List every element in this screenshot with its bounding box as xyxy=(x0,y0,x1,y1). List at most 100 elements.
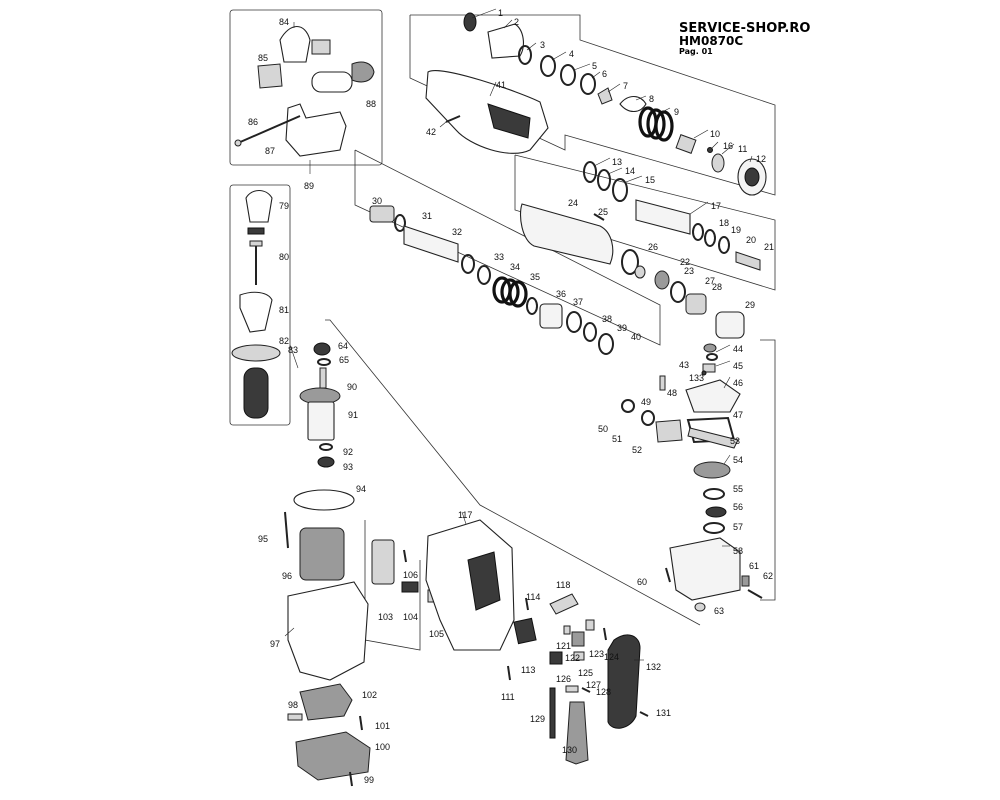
part-label-126: 126 xyxy=(556,674,571,684)
shape-part-57 xyxy=(703,522,725,534)
part-label-45: 45 xyxy=(733,361,743,371)
shape-part-2 xyxy=(487,23,524,59)
part-label-9: 9 xyxy=(674,107,679,117)
part-label-20: 20 xyxy=(746,235,756,245)
part-label-52: 52 xyxy=(632,445,642,455)
shape-part-39 xyxy=(583,322,597,342)
page-number: Pag. 01 xyxy=(679,47,713,56)
shape-part-15 xyxy=(612,178,628,202)
part-label-92: 92 xyxy=(343,447,353,457)
shape-part-128 xyxy=(581,687,591,693)
part-label-127: 127 xyxy=(586,680,601,690)
part-label-96: 96 xyxy=(282,571,292,581)
knob-shape xyxy=(351,61,375,83)
shape-part-130 xyxy=(565,701,589,765)
part-label-7: 7 xyxy=(623,81,628,91)
shape-part-114 xyxy=(525,597,529,611)
shape-part-11 xyxy=(711,153,725,173)
shape-part-55 xyxy=(703,488,725,500)
part-label-85: 85 xyxy=(258,53,268,63)
shape-part-63 xyxy=(694,602,706,612)
shape-part-37 xyxy=(539,303,563,329)
leader-117 xyxy=(461,511,467,525)
part-label-14: 14 xyxy=(625,166,635,176)
part-label-89: 89 xyxy=(304,181,314,191)
front-barrel-parts xyxy=(463,12,767,196)
part-label-122: 122 xyxy=(565,653,580,663)
clamp-band-shape xyxy=(279,25,311,63)
part-label-132: 132 xyxy=(646,662,661,672)
part-label-18: 18 xyxy=(719,218,729,228)
shape-part-41 xyxy=(425,70,549,154)
shape-part-14 xyxy=(597,169,611,191)
shape-part-34 xyxy=(477,265,491,285)
part-label-3: 3 xyxy=(540,40,545,50)
part-label-118: 118 xyxy=(556,580,570,590)
part-label-57: 57 xyxy=(733,522,743,532)
part-label-43: 43 xyxy=(679,360,689,370)
leader-lines xyxy=(284,8,753,661)
leader-11 xyxy=(721,143,735,155)
shape-part-103 xyxy=(371,539,395,585)
part-label-35: 35 xyxy=(530,272,540,282)
shape-part-31 xyxy=(394,214,406,232)
leader-97 xyxy=(284,627,295,637)
leader-12 xyxy=(749,155,753,163)
disc-shape xyxy=(231,344,281,362)
part-label-33: 33 xyxy=(494,252,504,262)
part-label-37: 37 xyxy=(573,297,583,307)
part-label-4: 4 xyxy=(569,49,574,59)
shape-part-122 xyxy=(571,631,585,647)
part-label-104: 104 xyxy=(403,612,418,622)
shape-part-111 xyxy=(507,665,511,681)
model-number: HM0870C xyxy=(679,34,744,48)
part-label-124: 124 xyxy=(604,652,619,662)
shape-part-52 xyxy=(655,419,683,443)
shape-part-125 xyxy=(573,651,585,661)
shape-part-30 xyxy=(369,205,395,223)
part-label-25: 25 xyxy=(598,207,608,217)
cylinder-parts xyxy=(519,161,761,339)
leader-6 xyxy=(591,71,601,79)
shape-part-129 xyxy=(549,687,556,739)
shape-part-41-detail xyxy=(487,103,531,139)
shape-part-123 xyxy=(585,619,595,631)
clamp-nut-shape xyxy=(257,63,283,89)
shape-part-97 xyxy=(287,581,369,681)
roller-shape xyxy=(311,71,353,93)
piston-parts xyxy=(369,205,614,355)
part-label-50: 50 xyxy=(598,424,608,434)
shape-part-95 xyxy=(284,511,289,549)
part-label-10: 10 xyxy=(710,129,720,139)
handle-parts xyxy=(425,519,649,765)
shape-part-48 xyxy=(659,375,666,391)
part-label-95: 95 xyxy=(258,534,268,544)
side-handle-clamp-assembly xyxy=(234,25,375,157)
leader-13 xyxy=(593,157,611,167)
grip-frame-shape xyxy=(285,103,347,157)
leader-7 xyxy=(607,83,621,93)
shape-part-17 xyxy=(635,199,691,235)
part-label-6: 6 xyxy=(602,69,607,79)
part-label-19: 19 xyxy=(731,225,741,235)
shape-part-90-shaft xyxy=(319,367,327,389)
part-label-39: 39 xyxy=(617,323,627,333)
shape-part-44 xyxy=(706,353,718,361)
shape-part-133 xyxy=(701,370,707,376)
shape-part-25 xyxy=(593,213,605,221)
part-label-65: 65 xyxy=(339,355,349,365)
shape-part-35c xyxy=(508,280,528,308)
part-label-31: 31 xyxy=(422,211,432,221)
shape-part-16 xyxy=(707,147,713,153)
part-label-16: 16 xyxy=(723,141,733,151)
part-label-11: 11 xyxy=(738,144,747,154)
shape-part-65 xyxy=(317,358,331,366)
shape-part-62 xyxy=(747,589,763,599)
part-label-100: 100 xyxy=(375,742,390,752)
shape-part-6 xyxy=(580,73,596,95)
part-label-42: 42 xyxy=(426,127,436,137)
part-label-28: 28 xyxy=(712,282,722,292)
shape-part-8 xyxy=(619,95,647,113)
leader-45 xyxy=(715,360,731,367)
